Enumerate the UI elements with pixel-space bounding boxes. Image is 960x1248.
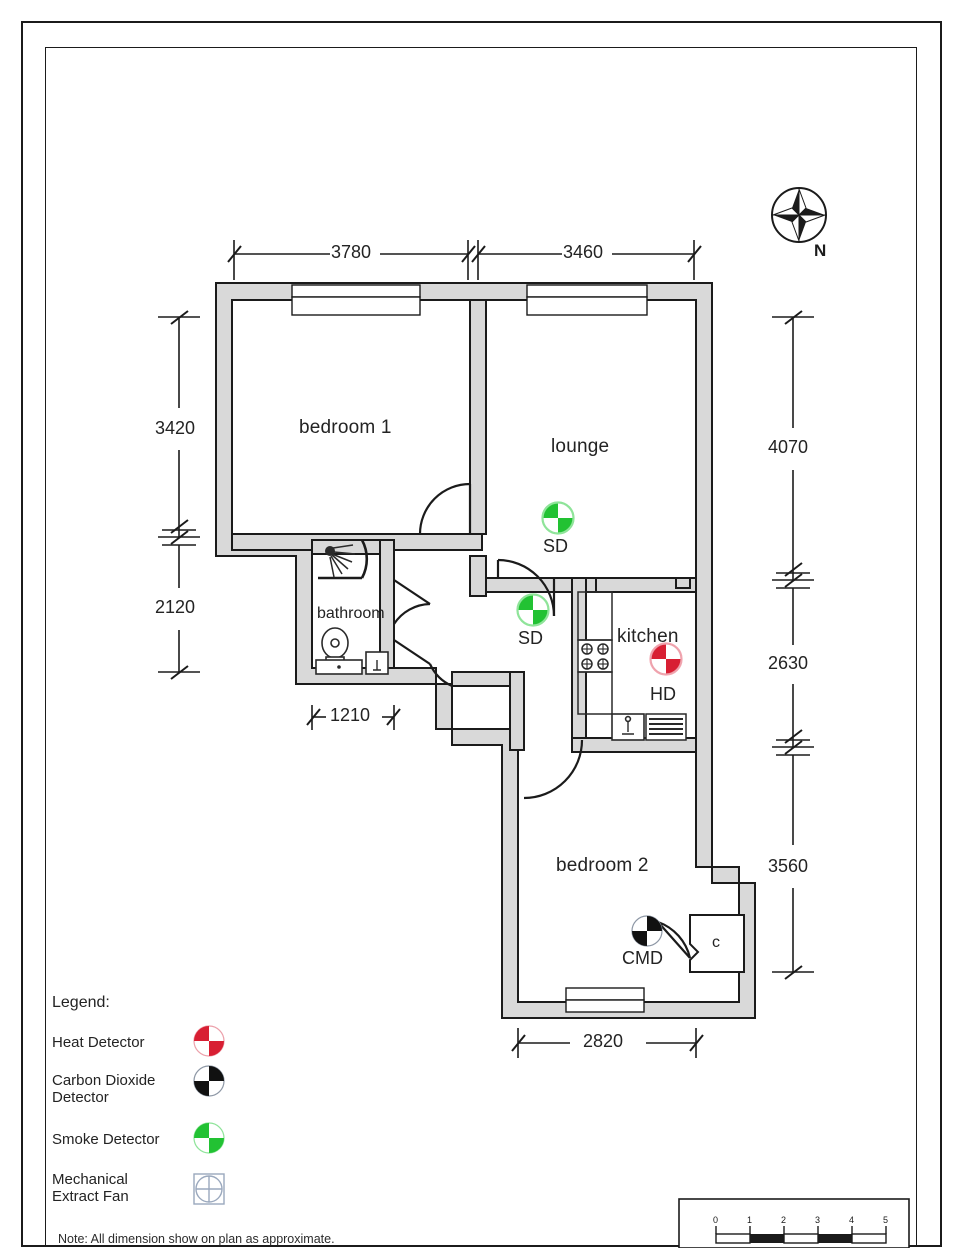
room-label-cupboard: c bbox=[712, 934, 720, 951]
smoke-detector-icon bbox=[516, 593, 550, 627]
scale-bar bbox=[678, 1198, 910, 1248]
legend-label-carbon-detector: Carbon Dioxide Detector bbox=[52, 1072, 156, 1106]
room-label-kitchen: kitchen bbox=[617, 626, 679, 647]
detector-label-cmd-bedroom2: CMD bbox=[622, 948, 663, 968]
scale-tick-3: 3 bbox=[815, 1215, 821, 1225]
dimension-top-1: 3780 bbox=[331, 242, 372, 262]
legend-smoke-detector-icon bbox=[193, 1122, 225, 1154]
scale-tick-5: 5 bbox=[883, 1215, 889, 1225]
scale-tick-0: 0 bbox=[713, 1215, 719, 1225]
basin-fixture bbox=[315, 659, 363, 675]
dimension-bathroom-width: 1210 bbox=[330, 705, 371, 725]
door-hall-lower bbox=[393, 639, 453, 688]
dimension-right-1: 4070 bbox=[768, 437, 809, 457]
legend-label-smoke-detector: Smoke Detector bbox=[52, 1131, 160, 1148]
detector-label-sd-lounge: SD bbox=[543, 536, 569, 556]
dimension-bottom-1: 2820 bbox=[583, 1031, 624, 1051]
drawing-note: Note: All dimension show on plan as appr… bbox=[58, 1232, 335, 1246]
wall-partition-bedroom1-lounge bbox=[469, 299, 487, 597]
bath-fixture bbox=[365, 651, 389, 675]
cupboard-walls bbox=[689, 914, 745, 973]
window-bedroom2 bbox=[565, 987, 645, 1013]
kitchen-counter bbox=[577, 591, 613, 715]
detector-label-sd-hall: SD bbox=[518, 628, 544, 648]
legend-extract-fan-icon bbox=[193, 1173, 225, 1205]
door-shower-cubicle bbox=[318, 539, 369, 580]
dimension-left-1: 3420 bbox=[155, 418, 196, 438]
door-cupboard bbox=[657, 920, 692, 959]
room-label-bedroom1: bedroom 1 bbox=[299, 417, 392, 438]
legend-carbon-detector-icon bbox=[193, 1065, 225, 1097]
dimension-line-bottom bbox=[511, 1028, 704, 1058]
dimension-line-bathroom bbox=[306, 705, 401, 730]
wall-hallway bbox=[451, 671, 525, 751]
legend-label-extract-fan: Mechanical Extract Fan bbox=[52, 1171, 129, 1205]
dimension-right-3: 3560 bbox=[768, 856, 809, 876]
dimension-right-2: 2630 bbox=[768, 653, 809, 673]
scale-tick-1: 1 bbox=[747, 1215, 753, 1225]
dimension-lines-right bbox=[772, 310, 814, 980]
legend-title: Legend: bbox=[52, 994, 110, 1011]
appliance-fixture bbox=[645, 713, 687, 741]
dimension-lines-left bbox=[158, 310, 200, 680]
room-label-bathroom: bathroom bbox=[317, 605, 385, 622]
dimension-left-2: 2120 bbox=[155, 597, 196, 617]
legend-label-heat-detector: Heat Detector bbox=[52, 1034, 145, 1051]
toilet-fixture bbox=[321, 627, 349, 664]
hob-fixture bbox=[577, 639, 613, 673]
room-label-bedroom2: bedroom 2 bbox=[556, 855, 649, 876]
dimension-top-2: 3460 bbox=[563, 242, 604, 262]
sink-fixture bbox=[611, 713, 645, 741]
dimension-lines-top bbox=[227, 240, 702, 280]
sheet-outer-border bbox=[21, 21, 942, 1247]
carbon-detector-icon bbox=[631, 915, 663, 947]
shower-fixture bbox=[325, 544, 356, 578]
door-lounge bbox=[496, 558, 556, 617]
window-lounge bbox=[526, 284, 648, 316]
heat-detector-icon bbox=[649, 642, 683, 676]
sheet-inner-border bbox=[45, 47, 917, 1247]
room-label-lounge: lounge bbox=[551, 436, 610, 457]
door-bathroom bbox=[393, 579, 431, 625]
scale-tick-2: 2 bbox=[781, 1215, 787, 1225]
door-bedroom1 bbox=[418, 482, 472, 535]
door-bedroom2 bbox=[523, 739, 584, 800]
scale-tick-4: 4 bbox=[849, 1215, 855, 1225]
smoke-detector-icon bbox=[541, 501, 575, 535]
compass-rose-icon bbox=[771, 187, 827, 243]
window-bedroom1 bbox=[291, 284, 421, 316]
compass-north-label: N bbox=[814, 241, 827, 260]
detector-label-hd-kitchen: HD bbox=[650, 684, 676, 704]
legend-heat-detector-icon bbox=[193, 1025, 225, 1057]
